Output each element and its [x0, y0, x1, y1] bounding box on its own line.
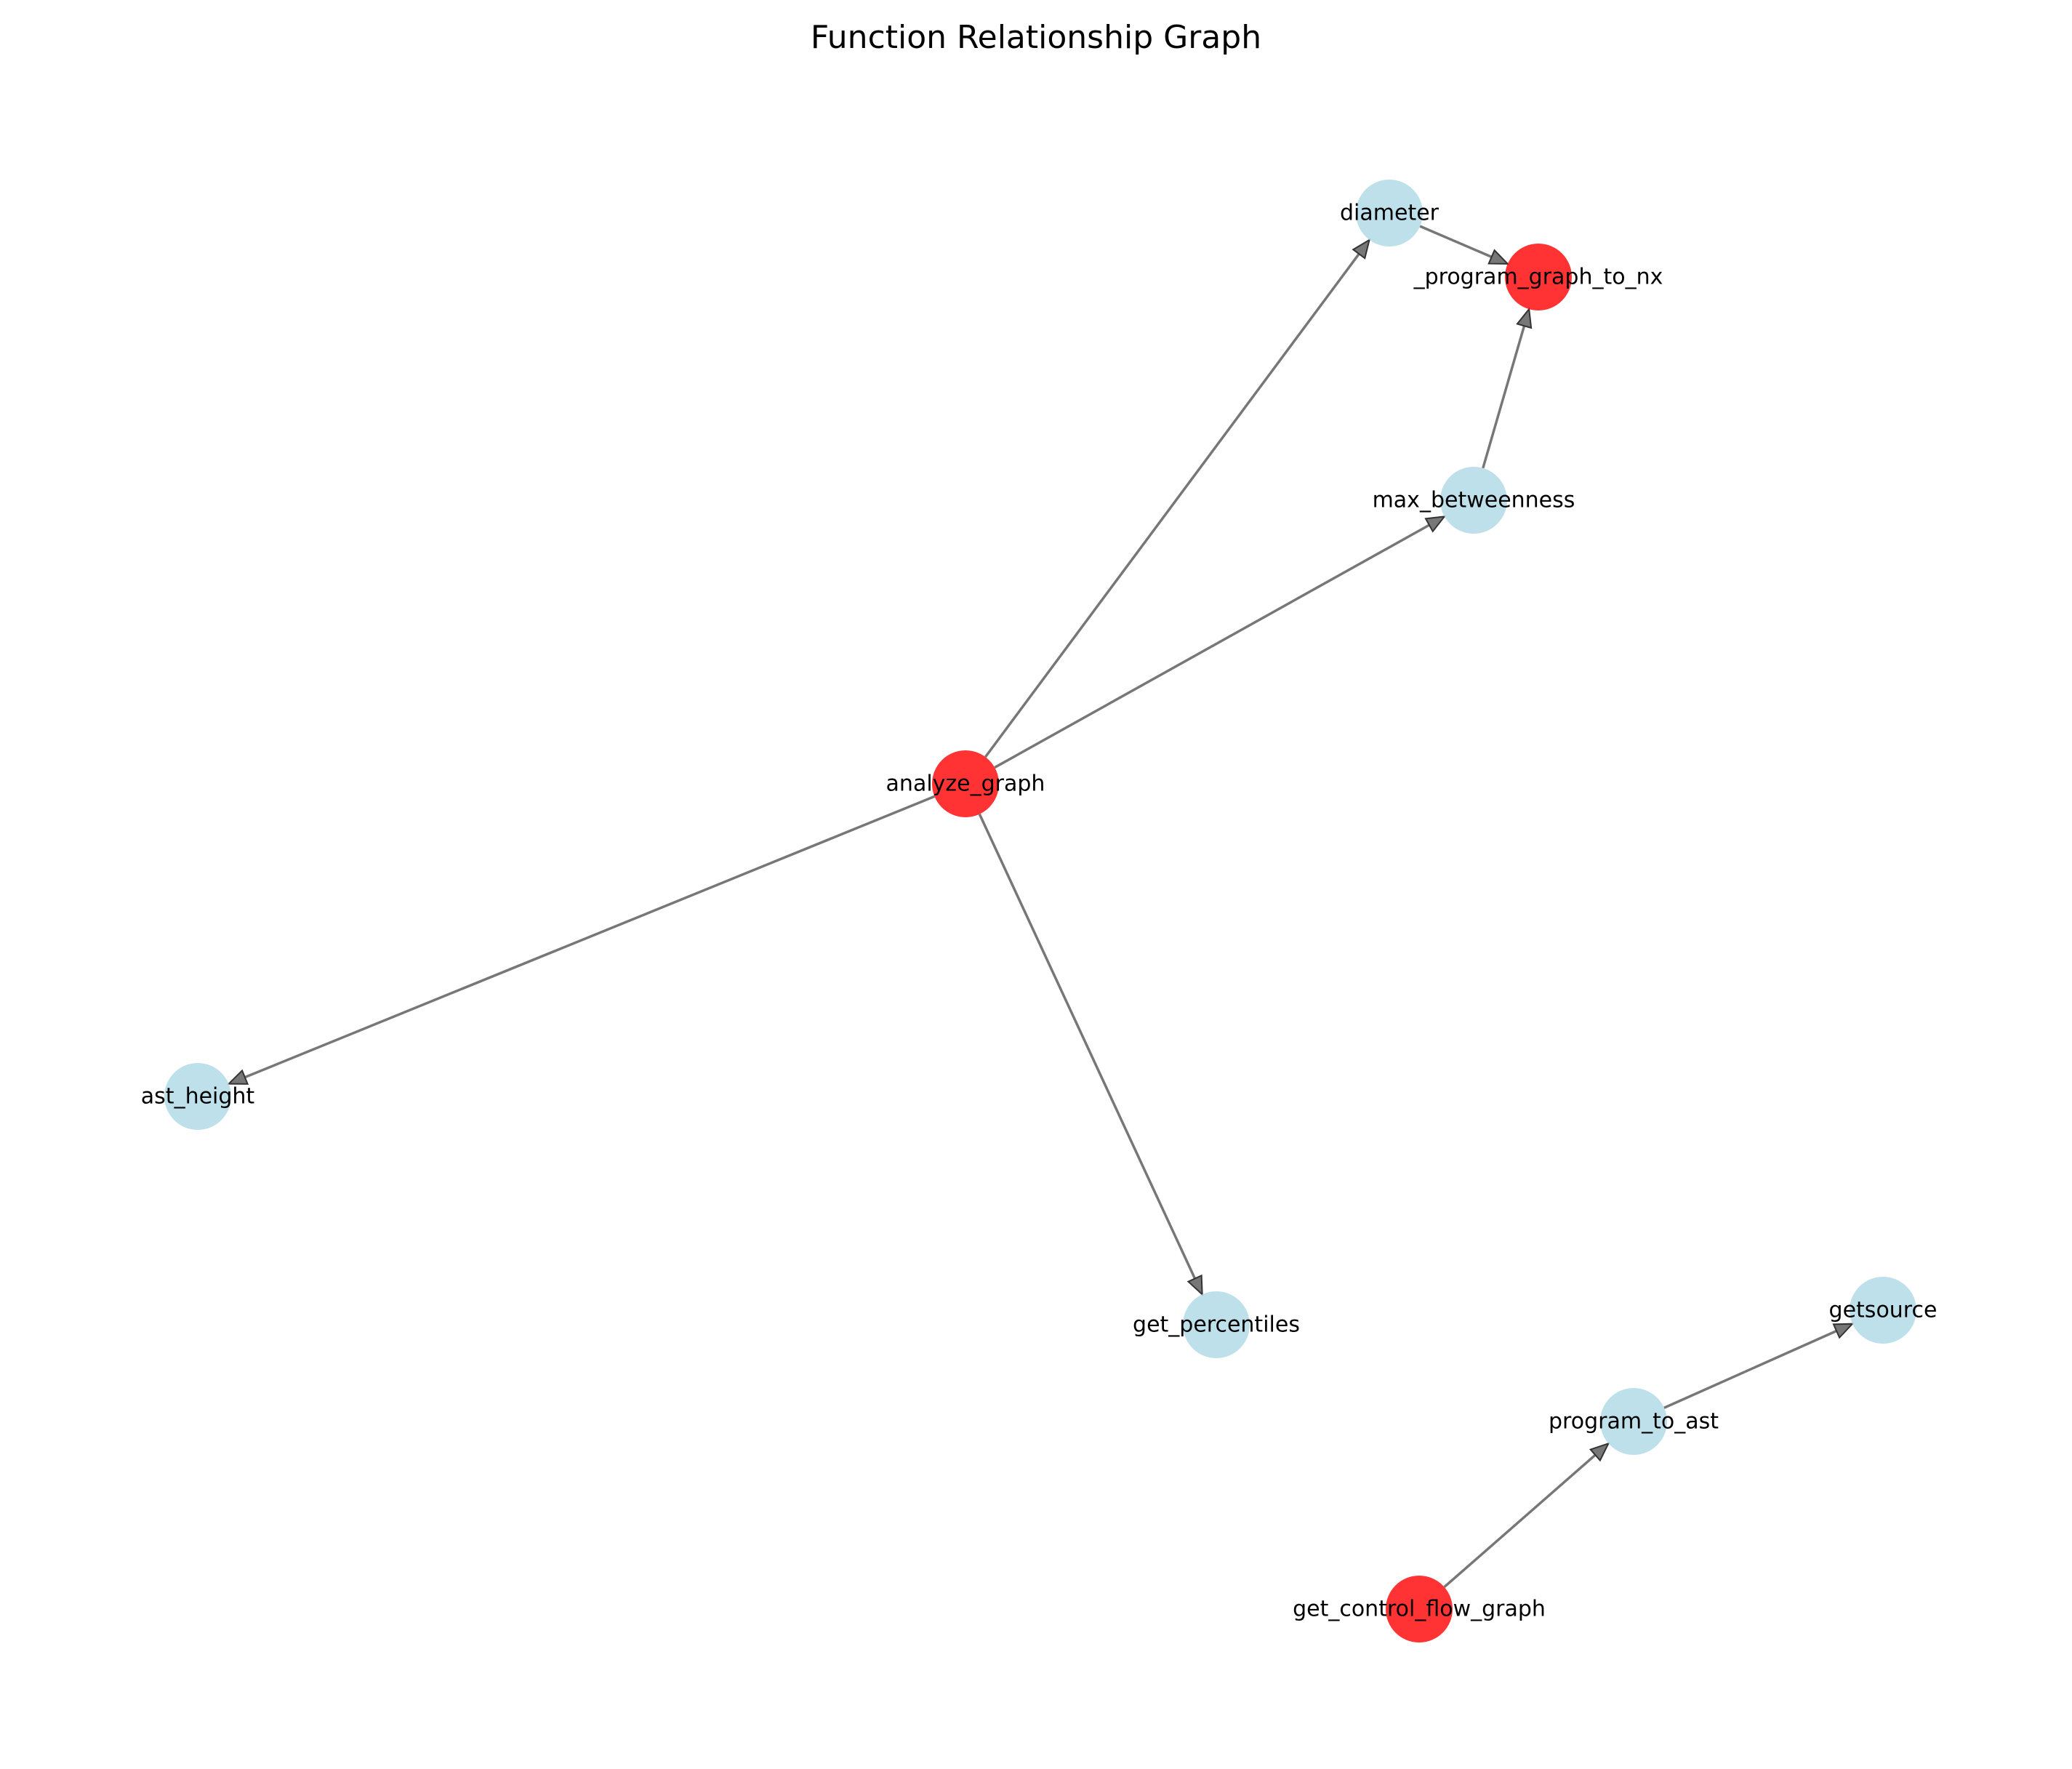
node-label-_program_graph_to_nx: _program_graph_to_nx: [1413, 265, 1663, 290]
edge-line: [1419, 225, 1493, 258]
edge-analyze_graph-to-diameter: [984, 238, 1371, 758]
node-getsource: [1850, 1277, 1916, 1344]
node-ast_height: [164, 1063, 231, 1130]
node-label-program_to_ast: program_to_ast: [1549, 1409, 1719, 1435]
node-label-get_control_flow_graph: get_control_flow_graph: [1293, 1597, 1546, 1622]
node-label-diameter: diameter: [1340, 201, 1439, 226]
arrowhead: [227, 1069, 249, 1085]
edge-line: [244, 795, 936, 1079]
labels-layer: diameter _program_graph_to_nx max_betweenn…: [141, 201, 1938, 1622]
edge-analyze_graph-to-max_betweenness: [994, 516, 1447, 769]
node-max_betweenness: [1440, 467, 1507, 534]
node-analyze_graph: [932, 750, 999, 817]
edge-line: [1482, 325, 1526, 469]
nodes-layer: [164, 180, 1916, 1642]
edge-line: [978, 813, 1197, 1280]
edge-line: [994, 524, 1430, 769]
edge-diameter-to-_program_graph_to_nx: [1419, 225, 1510, 265]
node-label-get_percentiles: get_percentiles: [1133, 1312, 1300, 1338]
arrowhead: [1516, 307, 1533, 329]
edge-program_to_ast-to-getsource: [1663, 1323, 1855, 1409]
edge-analyze_graph-to-ast_height: [227, 795, 936, 1085]
node-label-getsource: getsource: [1829, 1298, 1938, 1323]
node-label-analyze_graph: analyze_graph: [886, 771, 1045, 797]
arrowhead: [1832, 1323, 1855, 1339]
edge-line: [984, 253, 1360, 758]
edge-line: [1443, 1453, 1597, 1589]
node-diameter: [1356, 180, 1423, 246]
node-_program_graph_to_nx: [1505, 244, 1572, 310]
edges-layer: [227, 225, 1855, 1589]
edge-line: [1663, 1329, 1837, 1409]
graph-title: Function Relationship Graph: [810, 19, 1262, 56]
arrowhead: [1424, 516, 1447, 533]
node-label-ast_height: ast_height: [141, 1084, 255, 1110]
node-label-max_betweenness: max_betweenness: [1373, 488, 1575, 513]
edge-max_betweenness-to-_program_graph_to_nx: [1482, 307, 1533, 469]
node-program_to_ast: [1600, 1388, 1667, 1455]
arrowhead: [1589, 1442, 1610, 1462]
arrowhead: [1487, 249, 1510, 265]
edge-analyze_graph-to-get_percentiles: [978, 813, 1203, 1296]
edge-get_control_flow_graph-to-program_to_ast: [1443, 1442, 1610, 1589]
arrowhead: [1186, 1274, 1203, 1296]
arrowhead: [1352, 238, 1371, 260]
node-get_control_flow_graph: [1386, 1576, 1453, 1642]
node-get_percentiles: [1183, 1291, 1250, 1358]
